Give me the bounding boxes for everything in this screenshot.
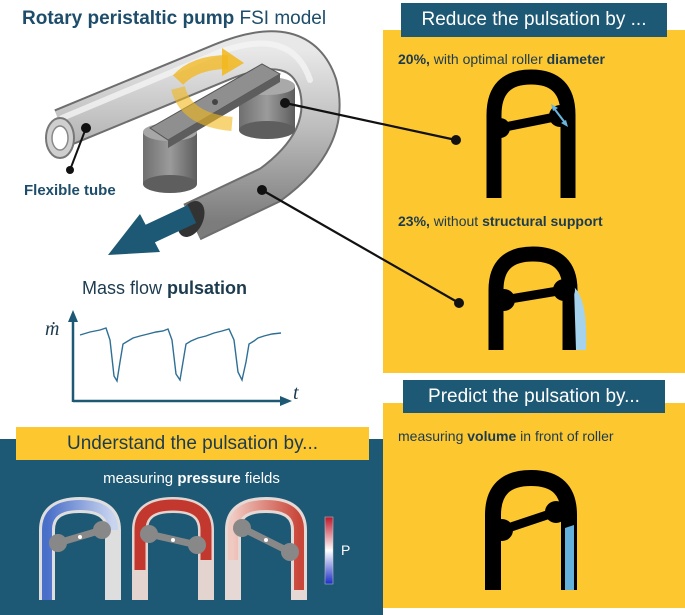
pressure-field-1 (39, 496, 121, 600)
flow-label: Mass flow pulsation (82, 278, 248, 298)
reduce-header: Reduce the pulsation by ... (401, 3, 667, 37)
reduce-item-diameter: 20%, with optimal roller diameter (398, 51, 605, 67)
pump-illustration (45, 30, 341, 255)
tube-pointer (66, 123, 91, 174)
pulsation-curve (79, 327, 282, 384)
reduce-shape-support (488, 246, 587, 350)
colorbar-label: P (341, 542, 351, 558)
understand-text: measuring pressure fields (103, 470, 280, 487)
y-axis-label: ṁ (45, 318, 60, 340)
x-axis-label: t (293, 382, 299, 404)
reduce-panel (383, 30, 685, 373)
page-title: Rotary peristaltic pump FSI model (22, 8, 327, 29)
connector-lines (257, 98, 464, 308)
understand-panel (0, 439, 383, 615)
tube-label: Flexible tube (24, 182, 116, 199)
understand-header: Understand the pulsation by... (16, 427, 369, 460)
pressure-field-3 (225, 496, 307, 600)
predict-text: measuring volume in front of roller (398, 428, 614, 444)
mass-flow-plot (68, 310, 292, 406)
predict-panel (383, 403, 685, 608)
predict-shape-volume (485, 469, 577, 590)
reduce-item-support: 23%, without structural support (398, 213, 603, 229)
predict-header: Predict the pulsation by... (403, 380, 665, 413)
pressure-field-2 (132, 496, 214, 600)
pressure-colorbar (324, 516, 334, 585)
reduce-shape-diameter (486, 69, 576, 198)
